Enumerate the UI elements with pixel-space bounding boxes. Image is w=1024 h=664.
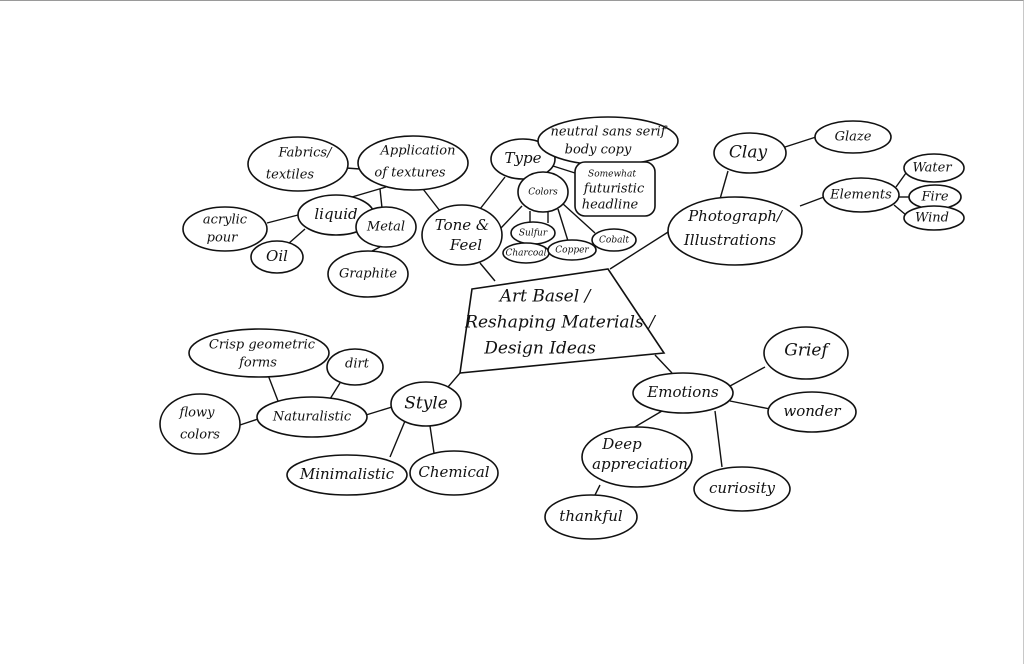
- node-grief[interactable]: Grief: [763, 326, 849, 380]
- node-wind[interactable]: Wind: [903, 205, 965, 231]
- node-label: acrylic: [203, 213, 248, 228]
- node-label: thankful: [559, 507, 623, 525]
- central-topic-line-3: Design Ideas: [483, 339, 596, 359]
- node-elements[interactable]: Elements: [822, 177, 900, 213]
- node-application-of-textures[interactable]: Application of textures: [357, 135, 469, 191]
- node-crisp-geometric-forms[interactable]: Crisp geometric forms: [188, 328, 330, 378]
- node-label: futuristic: [583, 182, 645, 197]
- node-label: Somewhat: [588, 170, 636, 180]
- node-label: body copy: [565, 143, 632, 158]
- node-label: Tone &: [435, 216, 490, 234]
- node-label: Graphite: [339, 267, 397, 282]
- node-label: Photograph/: [687, 207, 784, 225]
- node-sulfur[interactable]: Sulfur: [510, 221, 556, 245]
- node-label: Type: [505, 149, 542, 167]
- node-chemical[interactable]: Chemical: [409, 450, 499, 496]
- node-fabrics-textiles[interactable]: Fabrics/ textiles: [247, 136, 349, 192]
- node-label: headline: [582, 198, 639, 213]
- node-label: wonder: [783, 402, 841, 420]
- node-label: Application: [380, 144, 456, 159]
- node-label: Metal: [366, 220, 405, 235]
- node-acrylic-pour[interactable]: acrylic pour: [182, 206, 268, 252]
- central-topic[interactable]: Art Basel / Reshaping Materials / Design…: [459, 268, 666, 374]
- node-graphite[interactable]: Graphite: [327, 250, 409, 298]
- node-cobalt[interactable]: Cobalt: [591, 228, 637, 252]
- node-label: Grief: [784, 341, 830, 361]
- node-label: Crisp geometric: [209, 338, 316, 353]
- node-oil[interactable]: Oil: [250, 240, 304, 274]
- node-neutral-sans-serif[interactable]: neutral sans serif body copy: [537, 116, 679, 166]
- node-label: curiosity: [709, 479, 776, 497]
- node-label: Chemical: [418, 463, 489, 481]
- node-minimalistic[interactable]: Minimalistic: [286, 454, 408, 496]
- node-label: Illustrations: [683, 231, 777, 249]
- node-label: Colors: [528, 188, 558, 198]
- node-label: Minimalistic: [299, 465, 395, 483]
- node-label: Charcoal: [505, 249, 546, 259]
- node-photograph-illustrations[interactable]: Photograph/ Illustrations: [667, 196, 803, 266]
- node-label: Deep: [601, 435, 642, 453]
- node-label: pour: [207, 231, 239, 246]
- node-label: Naturalistic: [272, 410, 352, 425]
- node-label: of textures: [374, 166, 446, 181]
- node-glaze[interactable]: Glaze: [814, 120, 892, 154]
- node-naturalistic[interactable]: Naturalistic: [256, 396, 368, 438]
- node-clay[interactable]: Clay: [713, 132, 787, 174]
- node-label: Water: [912, 161, 952, 176]
- central-topic-line-1: Art Basel /: [498, 287, 593, 307]
- node-metal[interactable]: Metal: [355, 206, 417, 248]
- node-water[interactable]: Water: [903, 153, 965, 183]
- node-tone-feel[interactable]: Tone & Feel: [421, 204, 503, 266]
- node-label: Glaze: [835, 130, 872, 145]
- node-flowy-colors[interactable]: flowy colors: [159, 393, 241, 455]
- node-label: Elements: [829, 188, 892, 203]
- connectors: [239, 136, 910, 498]
- node-label: Emotions: [646, 383, 719, 401]
- node-futuristic-headline[interactable]: Somewhat futuristic headline: [574, 161, 656, 217]
- node-label: Copper: [555, 246, 589, 256]
- node-label: Fabrics/: [278, 146, 334, 161]
- node-colors[interactable]: Colors: [517, 171, 569, 213]
- node-label: forms: [238, 356, 277, 371]
- node-thankful[interactable]: thankful: [544, 494, 638, 540]
- node-label: liquid: [314, 205, 357, 223]
- node-label: appreciation: [592, 455, 688, 473]
- node-copper[interactable]: Copper: [547, 239, 597, 261]
- node-label: dirt: [345, 357, 370, 372]
- node-label: Sulfur: [519, 229, 548, 239]
- central-topic-line-2: Reshaping Materials /: [464, 313, 657, 333]
- node-label: flowy: [179, 406, 216, 421]
- node-label: Fire: [920, 190, 948, 205]
- node-label: colors: [180, 428, 220, 443]
- node-label: Style: [404, 394, 448, 414]
- node-label: neutral sans serif: [550, 125, 667, 140]
- node-emotions[interactable]: Emotions: [632, 372, 734, 414]
- node-label: Cobalt: [599, 236, 629, 246]
- node-fire[interactable]: Fire: [908, 184, 962, 210]
- node-dirt[interactable]: dirt: [326, 348, 384, 386]
- node-deep-appreciation[interactable]: Deep appreciation: [581, 426, 693, 488]
- node-label: Feel: [449, 236, 482, 254]
- node-label: textiles: [266, 168, 314, 183]
- node-charcoal[interactable]: Charcoal: [502, 242, 550, 264]
- node-wonder[interactable]: wonder: [767, 391, 857, 433]
- node-label: Clay: [729, 143, 768, 163]
- node-label: Wind: [915, 211, 949, 226]
- node-curiosity[interactable]: curiosity: [693, 466, 791, 512]
- node-liquid[interactable]: liquid: [297, 194, 375, 236]
- node-label: Oil: [266, 247, 288, 265]
- node-style[interactable]: Style: [390, 381, 462, 427]
